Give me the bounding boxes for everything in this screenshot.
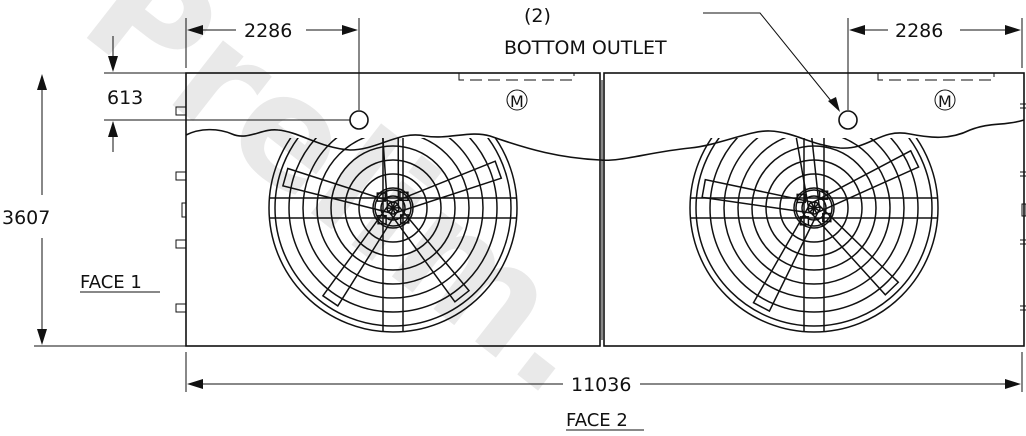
fan-left-ring-2 <box>288 138 498 313</box>
fan-right-ring-1 <box>695 138 933 327</box>
fan-left-ring-5 <box>330 145 456 271</box>
fan-right-ring-0 <box>689 138 939 333</box>
fan-left-ring-1 <box>274 138 512 327</box>
right-offset-value: 2286 <box>895 20 943 42</box>
fan-right-ring-5 <box>751 145 877 271</box>
fan-right-hub-inner <box>807 201 821 215</box>
unit-outline: M M <box>175 72 1026 347</box>
fan-left-ring-7 <box>358 173 428 243</box>
fan-right-hub-mid <box>801 195 827 221</box>
dimension-left-offset: 2286 <box>185 18 360 110</box>
motor-label-right: M <box>938 92 952 111</box>
cutaway-break-line <box>185 119 1025 162</box>
dimension-overall-length: 11036 <box>185 352 1023 396</box>
fan-left-hub-lug-1 <box>399 214 410 224</box>
fan-left-ring-4 <box>316 138 470 285</box>
fan-right-hub-lug-0 <box>818 190 829 200</box>
outlet-callout: (2) BOTTOM OUTLET <box>504 5 840 112</box>
fan-right-blade-1 <box>810 149 920 214</box>
dimension-outlet-height: 613 <box>104 36 350 152</box>
fan-right-blade-4 <box>701 178 816 215</box>
fan-left-ring-0 <box>268 138 518 333</box>
fan-left-hub-outer <box>374 189 412 227</box>
fan-left-blade-1 <box>390 160 503 215</box>
fan-left-hub-lug-0 <box>399 191 409 202</box>
face-1-label: FACE 1 <box>80 272 142 293</box>
overall-length-value: 11036 <box>571 374 631 396</box>
fan-left-hub-mid <box>380 195 406 221</box>
fan-right-hub-lug-2 <box>799 216 810 226</box>
fan-guard-right <box>689 138 939 333</box>
fan-left-hub-lug-3 <box>376 192 387 202</box>
motor-symbol-right <box>934 89 956 111</box>
fan-left-ring-3 <box>302 138 484 299</box>
fan-right-hub-lug-3 <box>796 193 806 204</box>
fan-right-ring-2 <box>709 138 919 313</box>
dimension-overall-height: 3607 <box>2 74 186 347</box>
motor-symbol-left <box>506 89 528 111</box>
fan-right-blade-3 <box>752 204 820 313</box>
fan-left-blade-2 <box>387 203 471 303</box>
fan-right-hub-outer <box>795 189 833 227</box>
outlet-quantity: (2) <box>524 5 551 27</box>
dimension-right-offset: 2286 <box>847 18 1023 110</box>
motor-box-right <box>877 73 995 81</box>
outlet-height-value: 613 <box>107 87 143 109</box>
fan-right-blade-2 <box>809 203 900 296</box>
fan-left-hub-inner <box>386 201 400 215</box>
fan-right-ring-4 <box>737 138 891 285</box>
fan-left-blade-3 <box>321 203 399 307</box>
fan-guard-left <box>268 138 518 333</box>
fan-right-blade-0 <box>795 138 821 210</box>
face-2-label: FACE 2 <box>566 410 628 431</box>
bottom-outlet-right <box>838 110 858 130</box>
right-module <box>603 72 1025 347</box>
watermark: Prelim. <box>54 0 635 428</box>
outlet-label: BOTTOM OUTLET <box>504 37 667 59</box>
fan-left-blade-0 <box>382 138 400 209</box>
motor-box-left <box>458 73 575 81</box>
fan-left-hub-lug-2 <box>377 214 387 225</box>
left-offset-value: 2286 <box>244 20 292 42</box>
fan-left-blade-4 <box>281 167 396 215</box>
motor-label-left: M <box>510 92 524 111</box>
fan-right-hub-lug-1 <box>822 212 832 223</box>
fan-left-ring-6 <box>344 159 442 257</box>
overall-height-value: 3607 <box>2 207 50 229</box>
fan-right-ring-3 <box>723 138 905 299</box>
face-labels: FACE 1 FACE 2 <box>80 272 644 431</box>
fan-right-ring-8 <box>793 187 835 229</box>
side-connectors <box>175 103 1026 313</box>
